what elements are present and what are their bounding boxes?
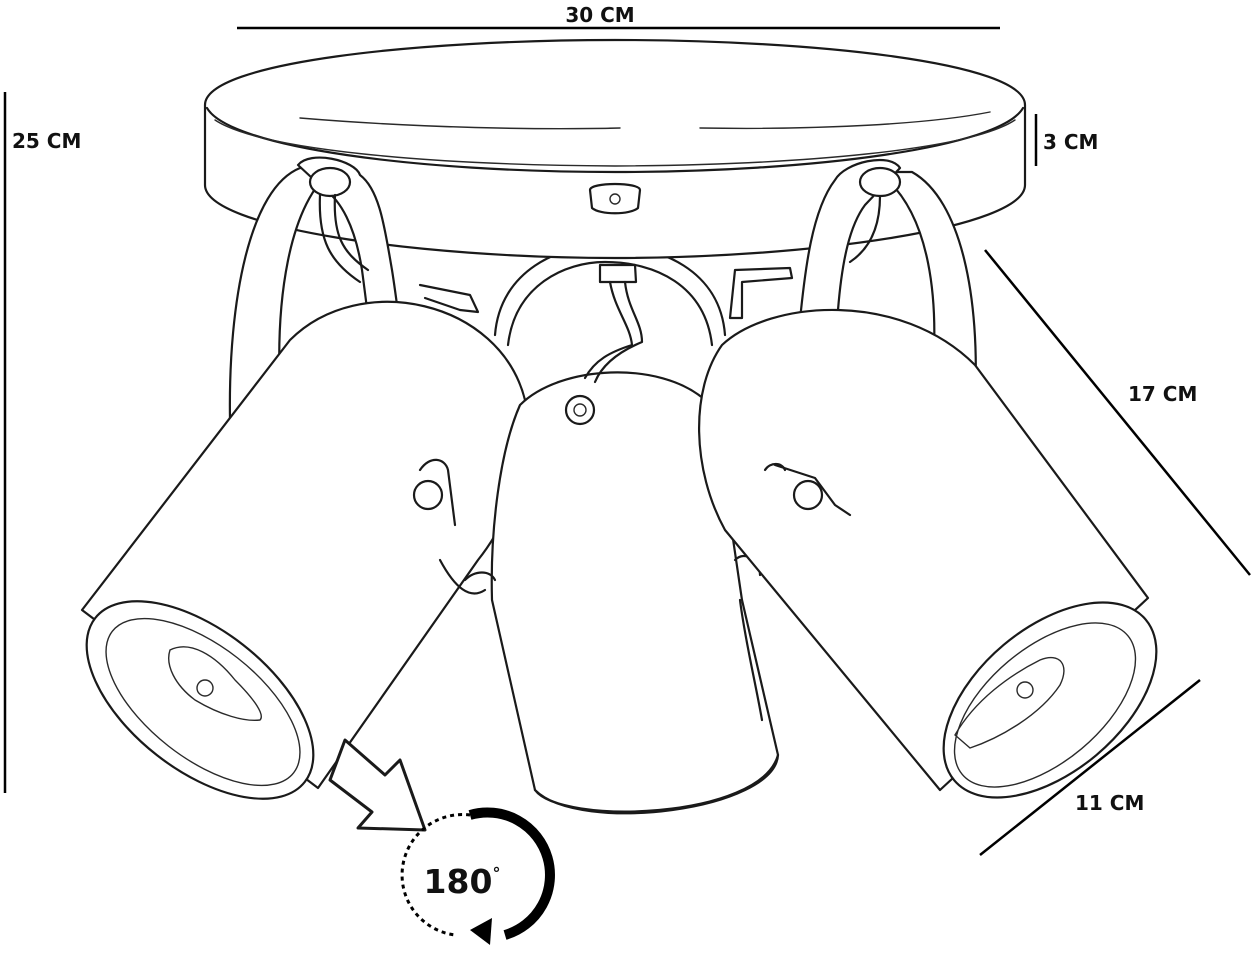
rotation-circle-dashed-icon: [400, 813, 471, 937]
width-label: 30 CM: [565, 3, 634, 27]
rotation-degree-value: 180: [424, 862, 493, 901]
rotation-circle-icon: [468, 807, 555, 940]
dimension-labels: 30 CM 25 CM 3 CM 17 CM 11 CM: [12, 3, 1197, 815]
rotation-indicator: 180°: [328, 738, 555, 945]
dimension-lines: [3, 26, 1251, 856]
left-spotlight: [80, 300, 528, 800]
shade-diameter-label: 11 CM: [1075, 791, 1144, 815]
base-thickness-label: 3 CM: [1043, 130, 1098, 154]
ceiling-base-plate: [203, 38, 1027, 260]
rotation-degree-symbol: °: [492, 864, 500, 883]
rotation-degree-label: 180°: [424, 862, 501, 901]
direction-arrow-icon: [328, 738, 427, 832]
arm-length-label: 17 CM: [1128, 382, 1197, 406]
rotation-arrowhead-icon: [470, 918, 492, 945]
shade-diameter-dimension-line: [979, 679, 1201, 856]
height-label: 25 CM: [12, 129, 81, 153]
arm-length-dimension-line: [984, 249, 1251, 576]
right-spotlight: [698, 308, 1158, 799]
ceiling-lamp-illustration: [80, 38, 1158, 815]
